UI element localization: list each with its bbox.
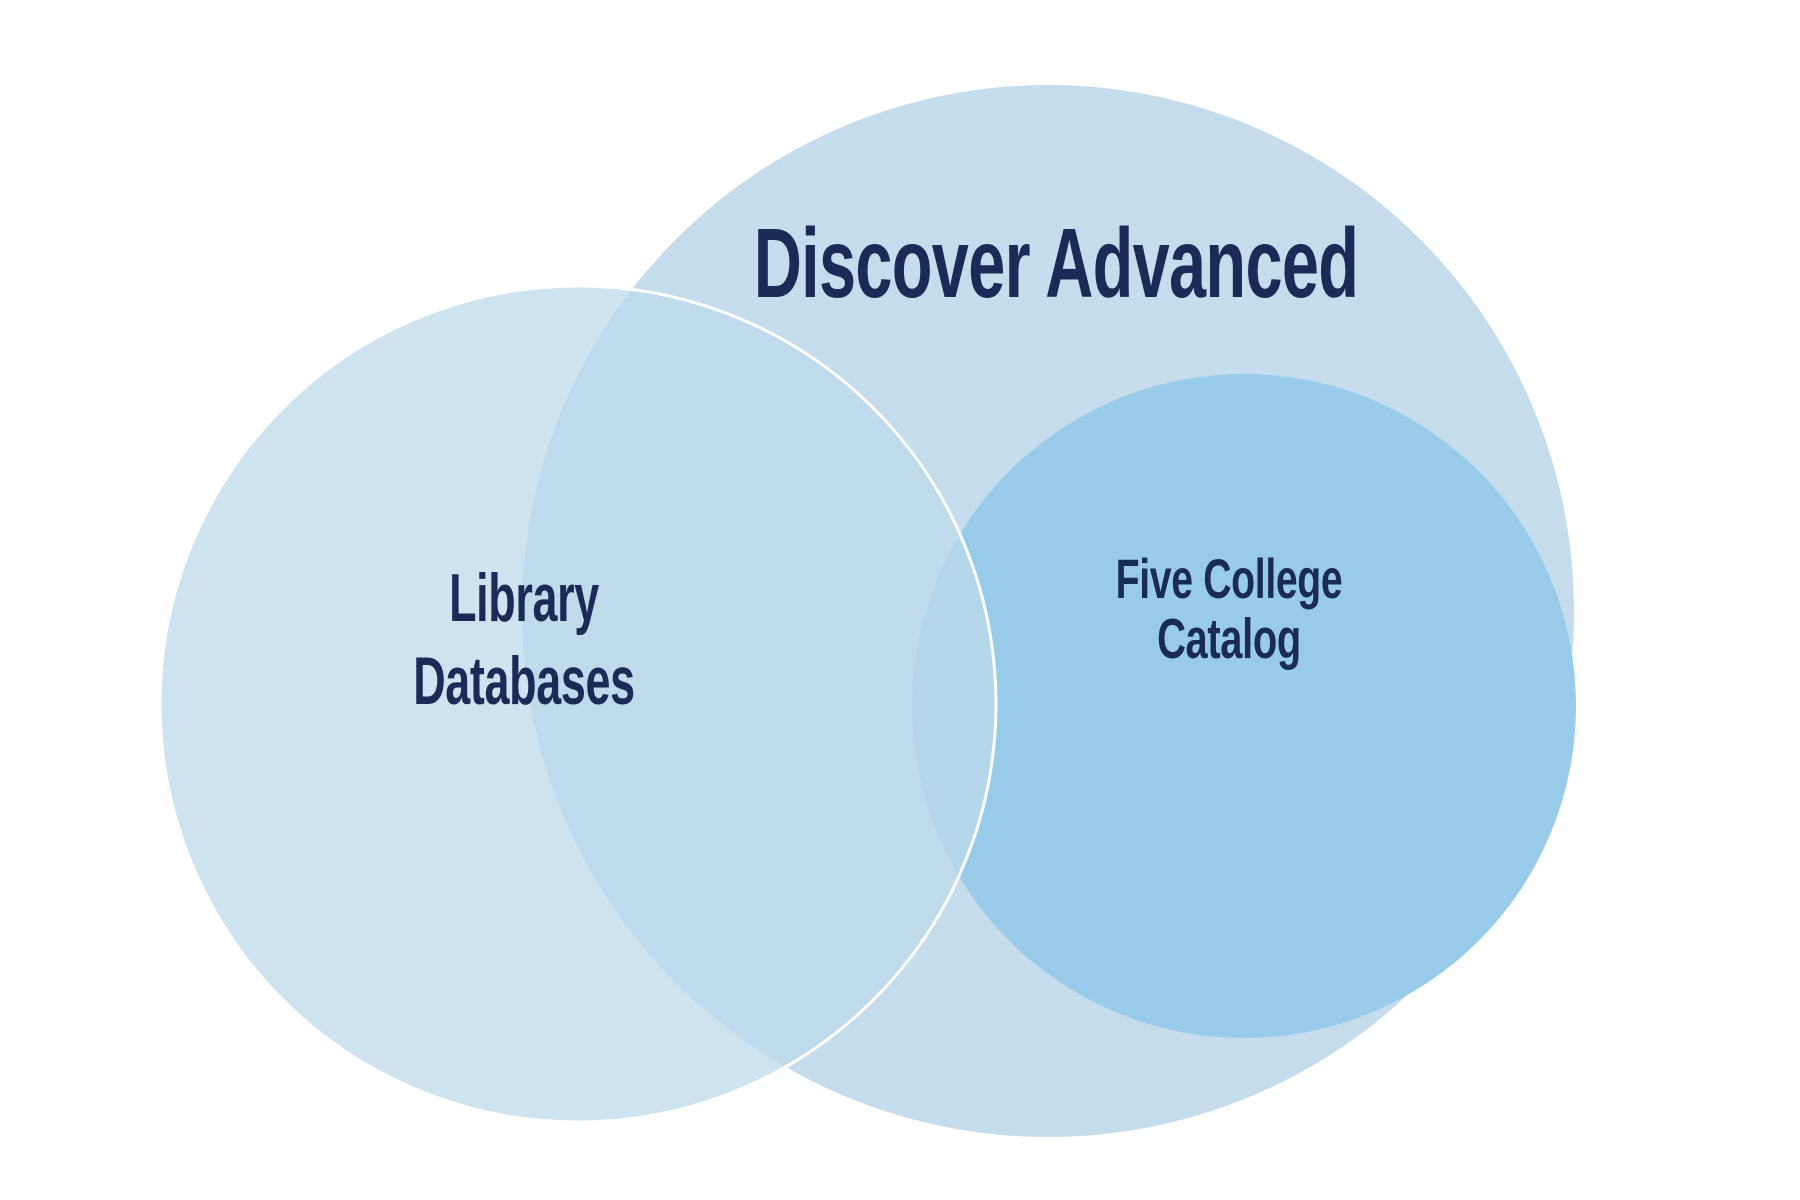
label-library-line-1: Library bbox=[449, 560, 599, 636]
label-discover-advanced-text: Discover Advanced bbox=[753, 208, 1359, 318]
circle-five-college-catalog bbox=[912, 374, 1576, 1038]
label-five-college-catalog: Five College Catalog bbox=[1089, 551, 1369, 668]
label-five-college-line-1: Five College bbox=[1115, 547, 1343, 610]
label-five-college-line-2: Catalog bbox=[1157, 607, 1301, 671]
circle-library-databases bbox=[158, 284, 998, 1124]
label-library-databases: Library Databases bbox=[392, 564, 656, 715]
label-discover-advanced: Discover Advanced bbox=[716, 214, 1396, 312]
label-library-line-2: Databases bbox=[413, 643, 635, 719]
